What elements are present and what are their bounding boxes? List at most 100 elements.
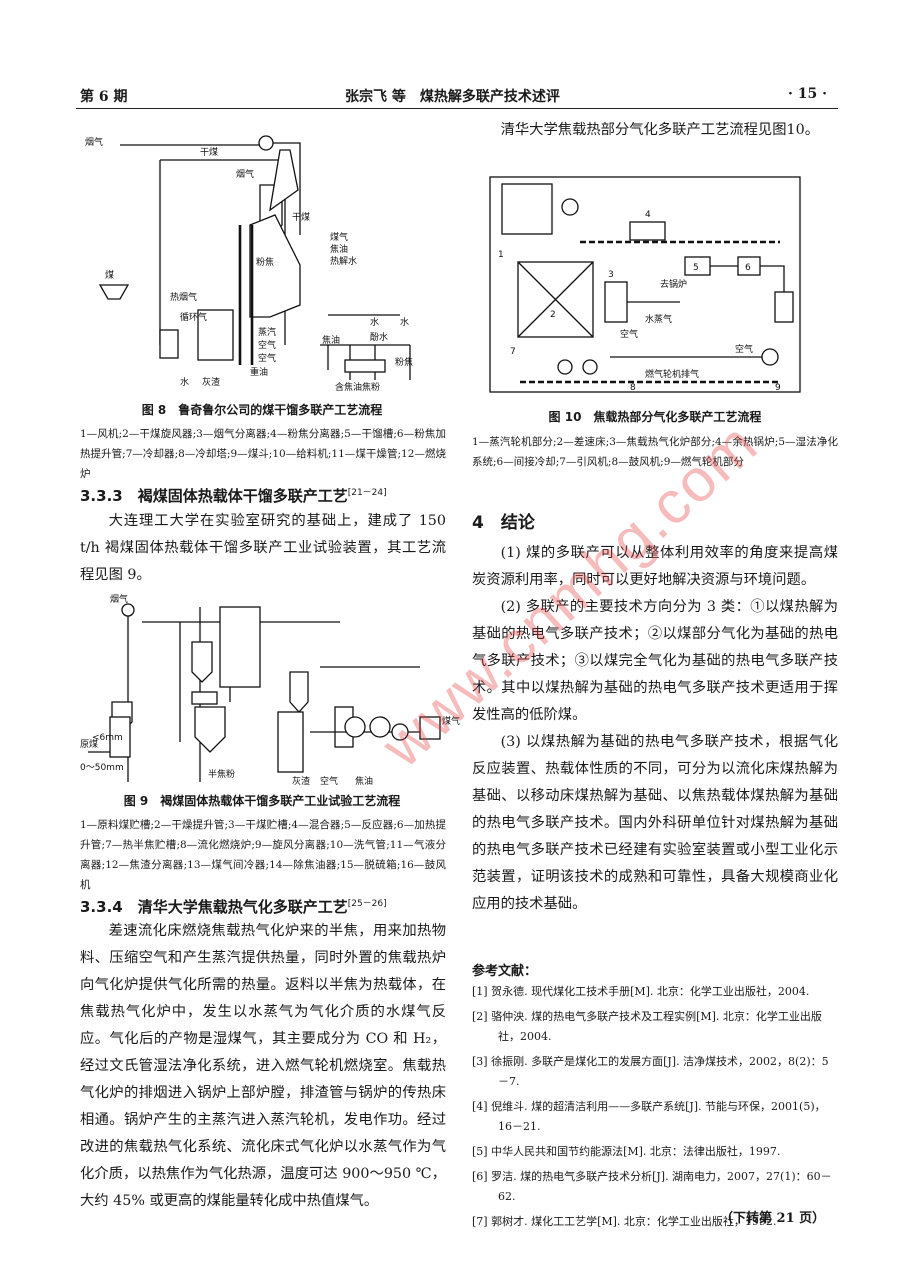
label-4: 4: [645, 210, 651, 220]
citation: [21－24]: [347, 488, 387, 498]
label: 酚水: [370, 331, 388, 343]
label: 干煤: [292, 211, 310, 223]
running-title: 张宗飞 等 煤热解多联产技术述评: [345, 89, 560, 105]
conclusion-body: (1) 煤的多联产可以从整体利用效率的角度来提高煤炭资源利用率，同时可以更好地解…: [472, 540, 838, 918]
label: 热烟气: [170, 291, 197, 303]
figure-10-diagram: 1 2 3 4 5 6 7 8 9 去锅炉 水蒸气 空气 空气 燃气轮机排气: [489, 176, 801, 393]
paragraph: (1) 煤的多联产可以从整体利用效率的角度来提高煤炭资源利用率，同时可以更好地解…: [472, 545, 838, 588]
retort-5: [249, 214, 301, 318]
figure-9-caption: 图 9 褐煤固体热载体干馏多联产工业试验工艺流程: [123, 794, 401, 808]
gas-turbine-9: [761, 348, 779, 366]
label: 干煤: [200, 146, 218, 158]
dryer-11: [159, 329, 179, 359]
reference-item: [7] 郭树才. 煤化工工艺学[M]. 北京：化学工业出版社，1992.: [472, 1215, 777, 1228]
hot-char-bin-7: [219, 606, 261, 688]
label-3: 3: [608, 270, 614, 280]
label: 烟气: [236, 168, 254, 180]
label: 含焦油焦粉: [335, 381, 380, 393]
figure-8-diagram: 烟气 干煤 烟气 干煤 煤气 焦油 热解水 粉焦 煤 热烟气 循环气 蒸汽 空气…: [85, 135, 413, 393]
label: 水: [180, 376, 189, 388]
steam-turbine-1: [501, 183, 553, 235]
raw-coal-bin-1: [109, 716, 131, 758]
section-3-3-3-heading: 3.3.3 褐煤固体热载体干馏多联产工艺[21－24]: [80, 485, 387, 506]
label: 灰渣: [202, 376, 220, 388]
label: 热解水: [330, 255, 357, 267]
label: 煤气: [442, 715, 460, 727]
combustor-12: [197, 309, 234, 361]
continued-note: （下转第 21 页）: [720, 1211, 826, 1226]
waste-heat-boiler-4: [629, 221, 666, 241]
page-number: · 15 ·: [788, 86, 827, 102]
cooling-tower-8: [344, 359, 386, 373]
label: 去锅炉: [660, 278, 687, 290]
references-heading: 参考文献：: [472, 964, 538, 979]
label-8: 8: [630, 383, 636, 393]
section-3-3-4-heading: 3.3.4 清华大学焦载热气化多联产工艺[25－26]: [80, 896, 387, 917]
label: 燃气轮机排气: [645, 368, 699, 380]
reactor-5: [194, 706, 226, 753]
mixer-4: [191, 691, 218, 705]
label: 0～50mm: [80, 763, 124, 773]
paragraph: 清华大学焦载热部分气化多联产工艺流程见图10。: [500, 122, 820, 138]
figure-9-legend: 1—原料煤贮槽;2—干燥提升管;3—干煤贮槽;4—混合器;5—反应器;6—加热提…: [80, 819, 446, 891]
reference-item: [2] 骆仲泱. 煤的热电气多联产技术及工程实例[M]. 北京：化学工业出版社，…: [472, 1010, 822, 1043]
reference-item: [4] 倪维斗. 煤的超清洁利用——多联产系统[J]. 节能与环保，2001(5…: [472, 1100, 826, 1133]
label-2: 2: [550, 310, 556, 320]
label: 烟气: [110, 593, 128, 605]
label: 焦油: [322, 334, 340, 346]
label: 焦油: [355, 775, 373, 787]
issue-number: 第 6 期: [80, 89, 128, 105]
label: 循环气: [180, 311, 207, 323]
header-rule: [76, 108, 838, 109]
label: 水: [370, 316, 379, 328]
heading-text: 3.3.4 清华大学焦载热气化多联产工艺: [80, 898, 348, 916]
paragraph: (3) 以煤热解为基础的热电气多联产技术，根据气化反应装置、热载体性质的不同，可…: [472, 734, 838, 912]
label: 煤气: [330, 231, 348, 243]
label: 空气: [735, 343, 753, 355]
conclusion-heading: 4 结论: [472, 513, 535, 533]
label: 煤: [105, 269, 114, 281]
paragraph: 差速流化床燃烧焦载热气化炉来的半焦，用来加热物料、压缩空气和产生蒸汽提供热量，同…: [80, 923, 446, 1209]
label: 粉焦: [395, 356, 413, 368]
label: 空气: [620, 328, 638, 340]
label: 空气: [320, 775, 338, 787]
label: 原煤: [80, 738, 98, 750]
label: 半焦粉: [208, 768, 235, 780]
label: 水: [400, 316, 409, 328]
label: 蒸汽: [258, 326, 276, 338]
right-intro: 清华大学焦载热部分气化多联产工艺流程见图10。: [472, 117, 838, 144]
paragraph: 大连理工大学在实验室研究的基础上，建成了 150 t/h 褐煤固体热载体干馏多联…: [80, 513, 446, 583]
gasifier-3: [604, 281, 628, 323]
label: 空气: [258, 339, 276, 351]
reference-item: [3] 徐振刚. 多联产是煤化工的发展方面[J]. 洁净煤技术，2002，8(2…: [472, 1055, 829, 1088]
label: 焦油: [330, 243, 348, 255]
label-5: 5: [693, 263, 699, 273]
desulfurizer-15: [419, 716, 441, 740]
reference-item: [1] 贺永德. 现代煤化工技术手册[M]. 北京：化学工业出版社，2004.: [472, 985, 810, 998]
label: <6mm: [92, 733, 123, 743]
label: 水蒸气: [645, 313, 672, 325]
label-7: 7: [510, 347, 516, 357]
heading-text: 3.3.3 褐煤固体热载体干馏多联产工艺: [80, 487, 348, 505]
label: 粉焦: [256, 256, 274, 268]
paragraph: (2) 多联产的主要技术方向分为 3 类：①以煤热解为基础的热电气多联产技术；②…: [472, 599, 838, 723]
label: 重油: [250, 366, 268, 378]
figure-10-caption: 图 10 焦载热部分气化多联产工艺流程: [548, 410, 762, 424]
section-3-3-3-body: 大连理工大学在实验室研究的基础上，建成了 150 t/h 褐煤固体热载体干馏多联…: [80, 508, 446, 589]
figure-9-diagram: 烟气 原煤 0～50mm <6mm 半焦粉 灰渣 空气 焦油 煤气: [80, 593, 460, 787]
fan-1: [258, 135, 274, 151]
label: 空气: [258, 352, 276, 364]
reference-list: [1] 贺永德. 现代煤化工技术手册[M]. 北京：化学工业出版社，2004. …: [472, 982, 838, 1237]
reference-item: [6] 罗洁. 煤的热电气多联产技术分析[J]. 湖南电力，2007，27(1)…: [472, 1170, 832, 1203]
citation: [25－26]: [347, 899, 387, 909]
reference-item: [5] 中华人民共和国节约能源法[M]. 北京：法律出版社，1997.: [472, 1145, 781, 1158]
label-9: 9: [775, 383, 781, 393]
section-3-3-4-body: 差速流化床燃烧焦载热气化炉来的半焦，用来加热物料、压缩空气和产生蒸汽提供热量，同…: [80, 918, 446, 1215]
label-1: 1: [498, 250, 504, 260]
label: 灰渣: [292, 775, 310, 787]
figure-10-legend: 1—蒸汽轮机部分;2—差速床;3—焦载热气化炉部分;4—余热锅炉;5—湿法净化系…: [472, 436, 838, 468]
label: 烟气: [85, 136, 103, 148]
hopper-9: [98, 284, 130, 300]
label-6: 6: [745, 263, 751, 273]
figure-8-caption: 图 8 鲁奇鲁尔公司的煤干馏多联产工艺流程: [141, 403, 383, 417]
